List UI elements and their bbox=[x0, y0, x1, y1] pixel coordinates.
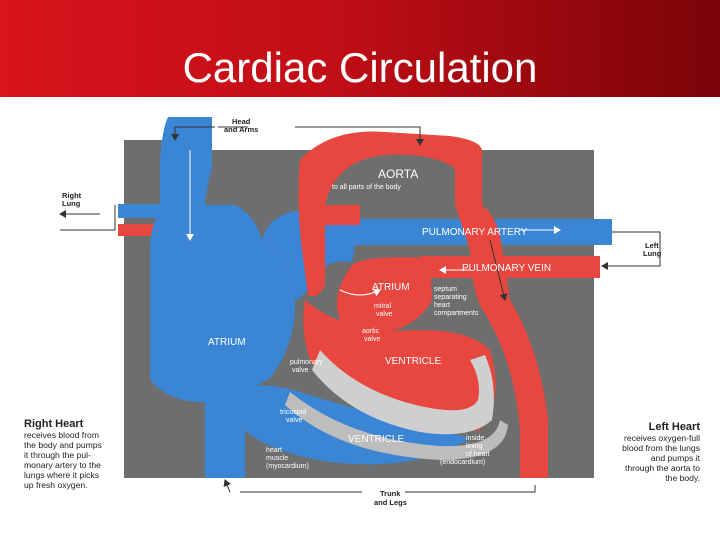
label-left-ventricle: VENTRICLE bbox=[385, 356, 441, 367]
label-muscle-1: heart bbox=[266, 447, 282, 454]
label-and-legs: and Legs bbox=[374, 498, 407, 507]
right-heart-line: it through the pul- bbox=[24, 450, 91, 460]
vessel-labels: AORTA to all parts of the body PULMONARY… bbox=[208, 167, 551, 445]
label-septum-3: heart bbox=[434, 302, 450, 309]
label-lining-4: (endocardium) bbox=[440, 459, 485, 466]
left-heart-line: blood from the lungs bbox=[622, 443, 700, 453]
label-pulmonary-valve-1: pulmonary bbox=[290, 359, 323, 366]
right-heart-description: Right Heart receives blood from the body… bbox=[24, 418, 102, 490]
label-lining-2: lining bbox=[466, 443, 482, 450]
label-aortic-2: valve bbox=[364, 336, 380, 343]
left-heart-line: the body. bbox=[665, 473, 700, 483]
right-atrium bbox=[150, 205, 296, 403]
label-left-lung: Lung bbox=[643, 249, 662, 258]
label-trunk: Trunk bbox=[380, 489, 401, 498]
pulmonary-vein-band bbox=[420, 256, 600, 278]
left-heart-title: Left Heart bbox=[649, 421, 701, 433]
left-heart-line: and pumps it bbox=[651, 453, 701, 463]
label-muscle-2: muscle bbox=[266, 455, 288, 462]
descending-aorta bbox=[455, 205, 548, 478]
left-heart-line: receives oxygen-full bbox=[624, 433, 700, 443]
label-right: Right bbox=[62, 191, 82, 200]
label-muscle-3: (myocardium) bbox=[266, 463, 309, 470]
label-mitral-2: valve bbox=[376, 311, 392, 318]
title-bar: Cardiac Circulation bbox=[0, 0, 720, 97]
label-pulmonary-artery: PULMONARY ARTERY bbox=[422, 227, 528, 238]
label-aorta: AORTA bbox=[378, 167, 418, 181]
label-right-lung: Lung bbox=[62, 199, 81, 208]
aorta bbox=[298, 131, 482, 297]
left-heart-line: through the aorta to bbox=[625, 463, 700, 473]
right-heart-line: receives blood from bbox=[24, 430, 99, 440]
label-septum-4: compartments bbox=[434, 310, 479, 317]
label-head: Head bbox=[232, 117, 251, 126]
right-heart-line: monary artery to the bbox=[24, 460, 101, 470]
label-pulmonary-valve-2: valve bbox=[292, 367, 308, 374]
label-septum-2: separating bbox=[434, 294, 467, 301]
slide-title: Cardiac Circulation bbox=[182, 44, 538, 91]
right-heart-line: lungs where it picks bbox=[24, 470, 99, 480]
structure-labels: septum separating heart compartments mit… bbox=[266, 286, 490, 470]
label-mitral-1: mitral bbox=[374, 303, 392, 310]
label-left: Left bbox=[645, 241, 659, 250]
left-heart-description: Left Heart receives oxygen-full blood fr… bbox=[622, 421, 700, 483]
label-tricuspid-1: tricuspid bbox=[280, 409, 306, 416]
septum bbox=[312, 350, 494, 435]
label-right-atrium: ATRIUM bbox=[208, 337, 246, 348]
label-and-arms: and Arms bbox=[224, 125, 258, 134]
label-pulmonary-vein: PULMONARY VEIN bbox=[462, 263, 551, 274]
label-lining-1: inside bbox=[466, 435, 484, 442]
heart-wall bbox=[285, 392, 508, 460]
label-left-atrium: ATRIUM bbox=[372, 282, 410, 293]
flow-arrows bbox=[59, 126, 661, 493]
right-heart-line: the body and pumps bbox=[24, 440, 102, 450]
label-tricuspid-2: valve bbox=[286, 417, 302, 424]
label-aorta-sub: to all parts of the body bbox=[332, 184, 401, 191]
label-right-ventricle: VENTRICLE bbox=[348, 434, 404, 445]
label-lining-3: of heart bbox=[466, 451, 490, 458]
label-aortic-1: aortic bbox=[362, 328, 380, 335]
right-heart-title: Right Heart bbox=[24, 418, 84, 430]
cardiac-diagram: Head and Arms Right Lung Left Lung Trunk… bbox=[0, 97, 720, 540]
outside-labels: Head and Arms Right Lung Left Lung Trunk… bbox=[62, 117, 662, 507]
left-atrium bbox=[336, 257, 432, 333]
label-septum-1: septum bbox=[434, 286, 457, 293]
right-heart-line: up fresh oxygen. bbox=[24, 480, 88, 490]
heart-illustration: Head and Arms Right Lung Left Lung Trunk… bbox=[24, 117, 701, 507]
